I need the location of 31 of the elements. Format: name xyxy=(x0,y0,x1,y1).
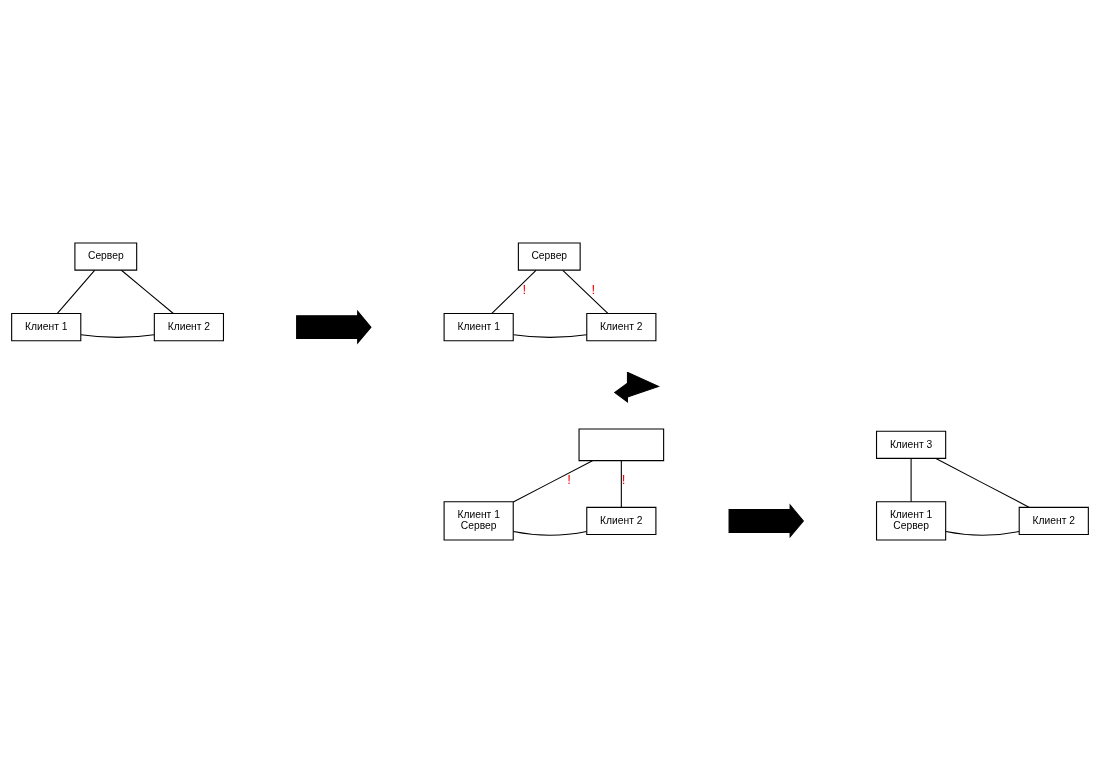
connector xyxy=(562,269,609,315)
connector xyxy=(910,458,912,503)
edge-label: ! xyxy=(621,472,626,488)
connector xyxy=(80,334,155,338)
connector xyxy=(120,269,174,315)
node-arrow xyxy=(728,503,805,539)
node-box: Клиент 2 xyxy=(586,313,657,342)
edge-label: ! xyxy=(567,472,571,488)
connector xyxy=(56,269,96,315)
edge-label: ! xyxy=(522,281,527,297)
node-box: Клиент 2 xyxy=(1018,506,1089,536)
node-box: Клиент 2 xyxy=(586,506,657,536)
connector xyxy=(491,269,537,315)
connector xyxy=(512,334,588,338)
node-box xyxy=(578,428,665,462)
node-box: Клиент 1 Сервер xyxy=(876,501,947,541)
node-arrow xyxy=(613,371,660,403)
node-arrow xyxy=(296,309,372,345)
node-box: Клиент 1 xyxy=(11,313,82,342)
node-box: Клиент 3 xyxy=(876,430,947,459)
node-box: Клиент 1 Сервер xyxy=(443,501,514,541)
connector xyxy=(512,460,593,503)
node-box: Сервер xyxy=(517,242,581,271)
connector xyxy=(945,530,1020,536)
connector xyxy=(935,458,1030,508)
connector xyxy=(620,460,622,508)
node-box: Сервер xyxy=(74,242,138,271)
connector xyxy=(512,530,588,536)
node-box: Клиент 2 xyxy=(153,313,224,342)
node-box: Клиент 1 xyxy=(443,313,514,342)
edge-label: ! xyxy=(591,281,596,297)
